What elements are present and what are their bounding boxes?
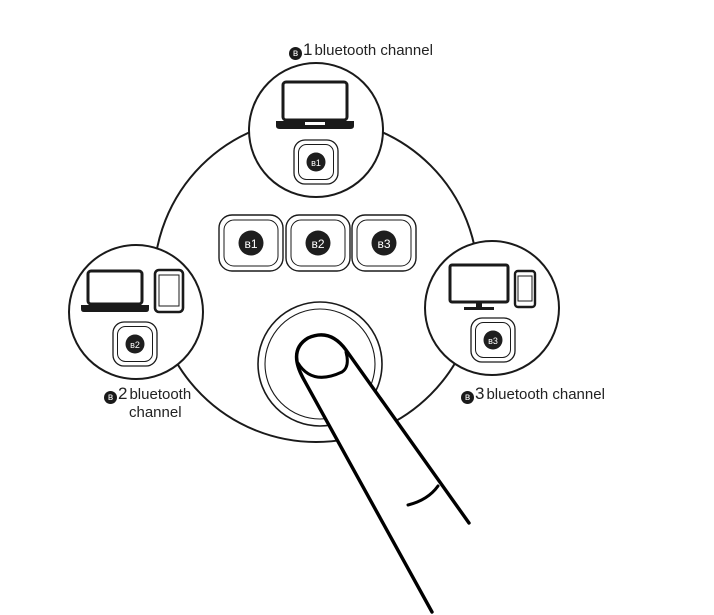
center-button-1-label: ʙ1 [244, 237, 257, 251]
bluetooth-icon: ʙ [461, 391, 474, 404]
channel-2-bubble: ʙ2 [68, 244, 204, 380]
channel-2-text-line2: channel [129, 404, 182, 421]
bluetooth-icon: ʙ [289, 47, 302, 60]
channel-3-bubble: ʙ3 [424, 240, 560, 376]
channel-2-number: 2 [118, 384, 128, 403]
channel-2-button[interactable]: ʙ2 [112, 321, 158, 367]
channel-1-button[interactable]: ʙ1 [293, 139, 339, 185]
center-button-3[interactable]: ʙ3 [351, 214, 417, 272]
bluetooth-icon: ʙ [104, 391, 117, 404]
channel-3-number: 3 [475, 384, 485, 403]
center-button-1[interactable]: ʙ1 [218, 214, 284, 272]
channel-2-label-line2: channel [129, 404, 182, 422]
phone-icon [513, 269, 537, 309]
channel-2-text-line1: bluetooth [129, 386, 192, 403]
channel-3-text: bluetooth channel [486, 386, 605, 403]
laptop-icon [81, 269, 149, 312]
channel-3-button[interactable]: ʙ3 [470, 317, 516, 363]
center-button-2[interactable]: ʙ2 [285, 214, 351, 272]
center-button-3-label: ʙ3 [377, 237, 390, 251]
svg-text:ʙ2: ʙ2 [130, 340, 140, 350]
finger-icon [294, 333, 471, 614]
channel-1-bubble: ʙ1 [248, 62, 384, 198]
center-button-2-label: ʙ2 [311, 237, 324, 251]
channel-1-number: 1 [303, 40, 313, 59]
monitor-icon [448, 263, 510, 310]
svg-text:ʙ3: ʙ3 [488, 336, 498, 346]
laptop-icon [276, 80, 354, 129]
tablet-icon [153, 268, 185, 314]
svg-text:ʙ1: ʙ1 [311, 158, 321, 168]
channel-1-text: bluetooth channel [314, 42, 433, 59]
